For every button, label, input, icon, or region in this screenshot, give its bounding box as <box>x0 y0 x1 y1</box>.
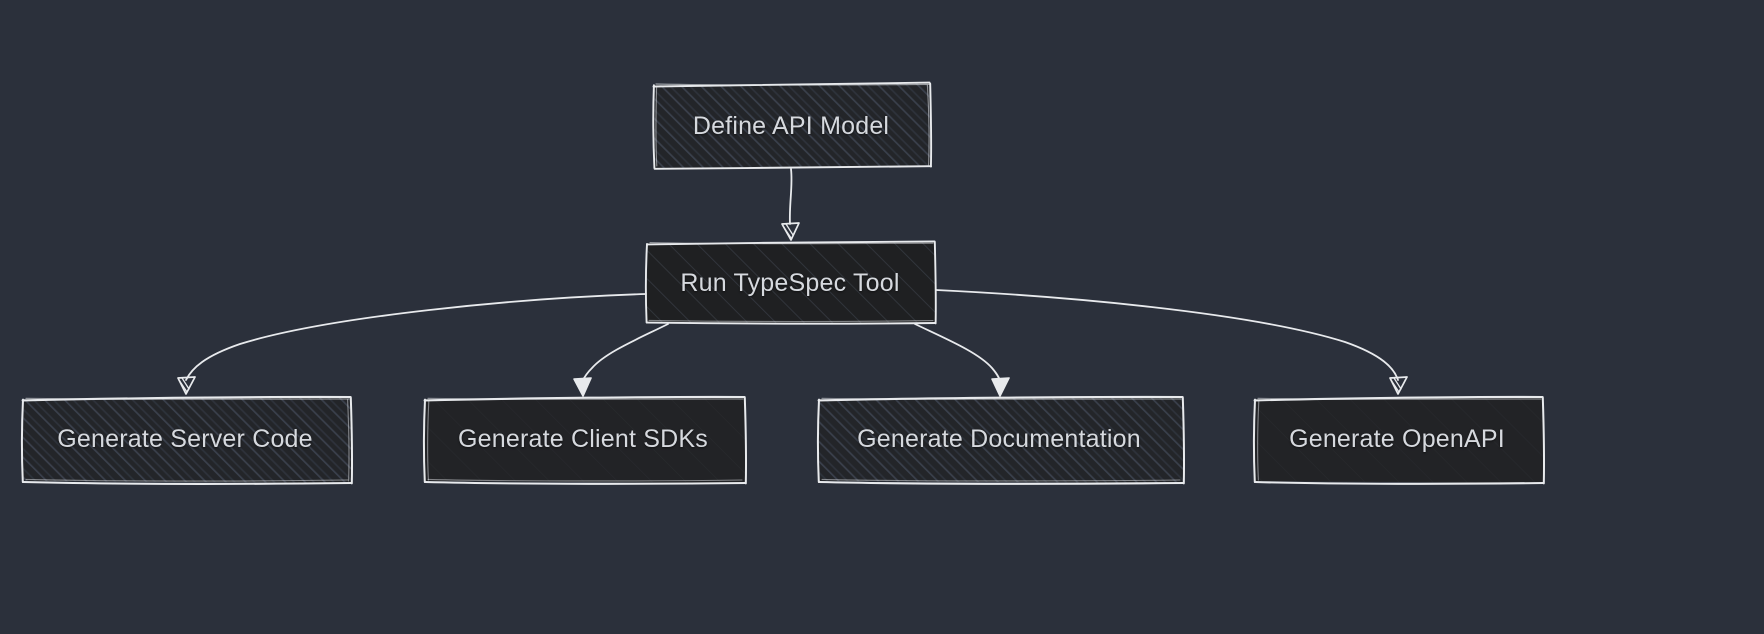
node-generate-openapi[interactable] <box>1253 395 1546 485</box>
node-hit-generate-server-code[interactable] <box>20 396 350 482</box>
node-hit-generate-documentation[interactable] <box>816 396 1182 482</box>
edge-run-to-openapi <box>935 289 1408 395</box>
edge-define-to-run <box>781 168 800 241</box>
node-generate-client-sdks[interactable] <box>423 395 748 485</box>
node-hit-run-typespec-tool[interactable] <box>645 240 935 324</box>
node-run-typespec-tool[interactable] <box>645 240 937 325</box>
node-generate-documentation[interactable] <box>817 395 1186 485</box>
node-generate-server-code[interactable] <box>21 395 354 485</box>
node-hit-generate-client-sdks[interactable] <box>422 396 744 482</box>
edge-run-to-server-code <box>177 293 647 395</box>
node-hit-define-api-model[interactable] <box>651 82 931 168</box>
edge-run-to-documentation <box>914 323 1010 397</box>
node-hit-generate-openapi[interactable] <box>1252 396 1542 482</box>
edge-run-to-client-sdks <box>573 323 669 397</box>
node-define-api-model[interactable] <box>652 81 933 170</box>
